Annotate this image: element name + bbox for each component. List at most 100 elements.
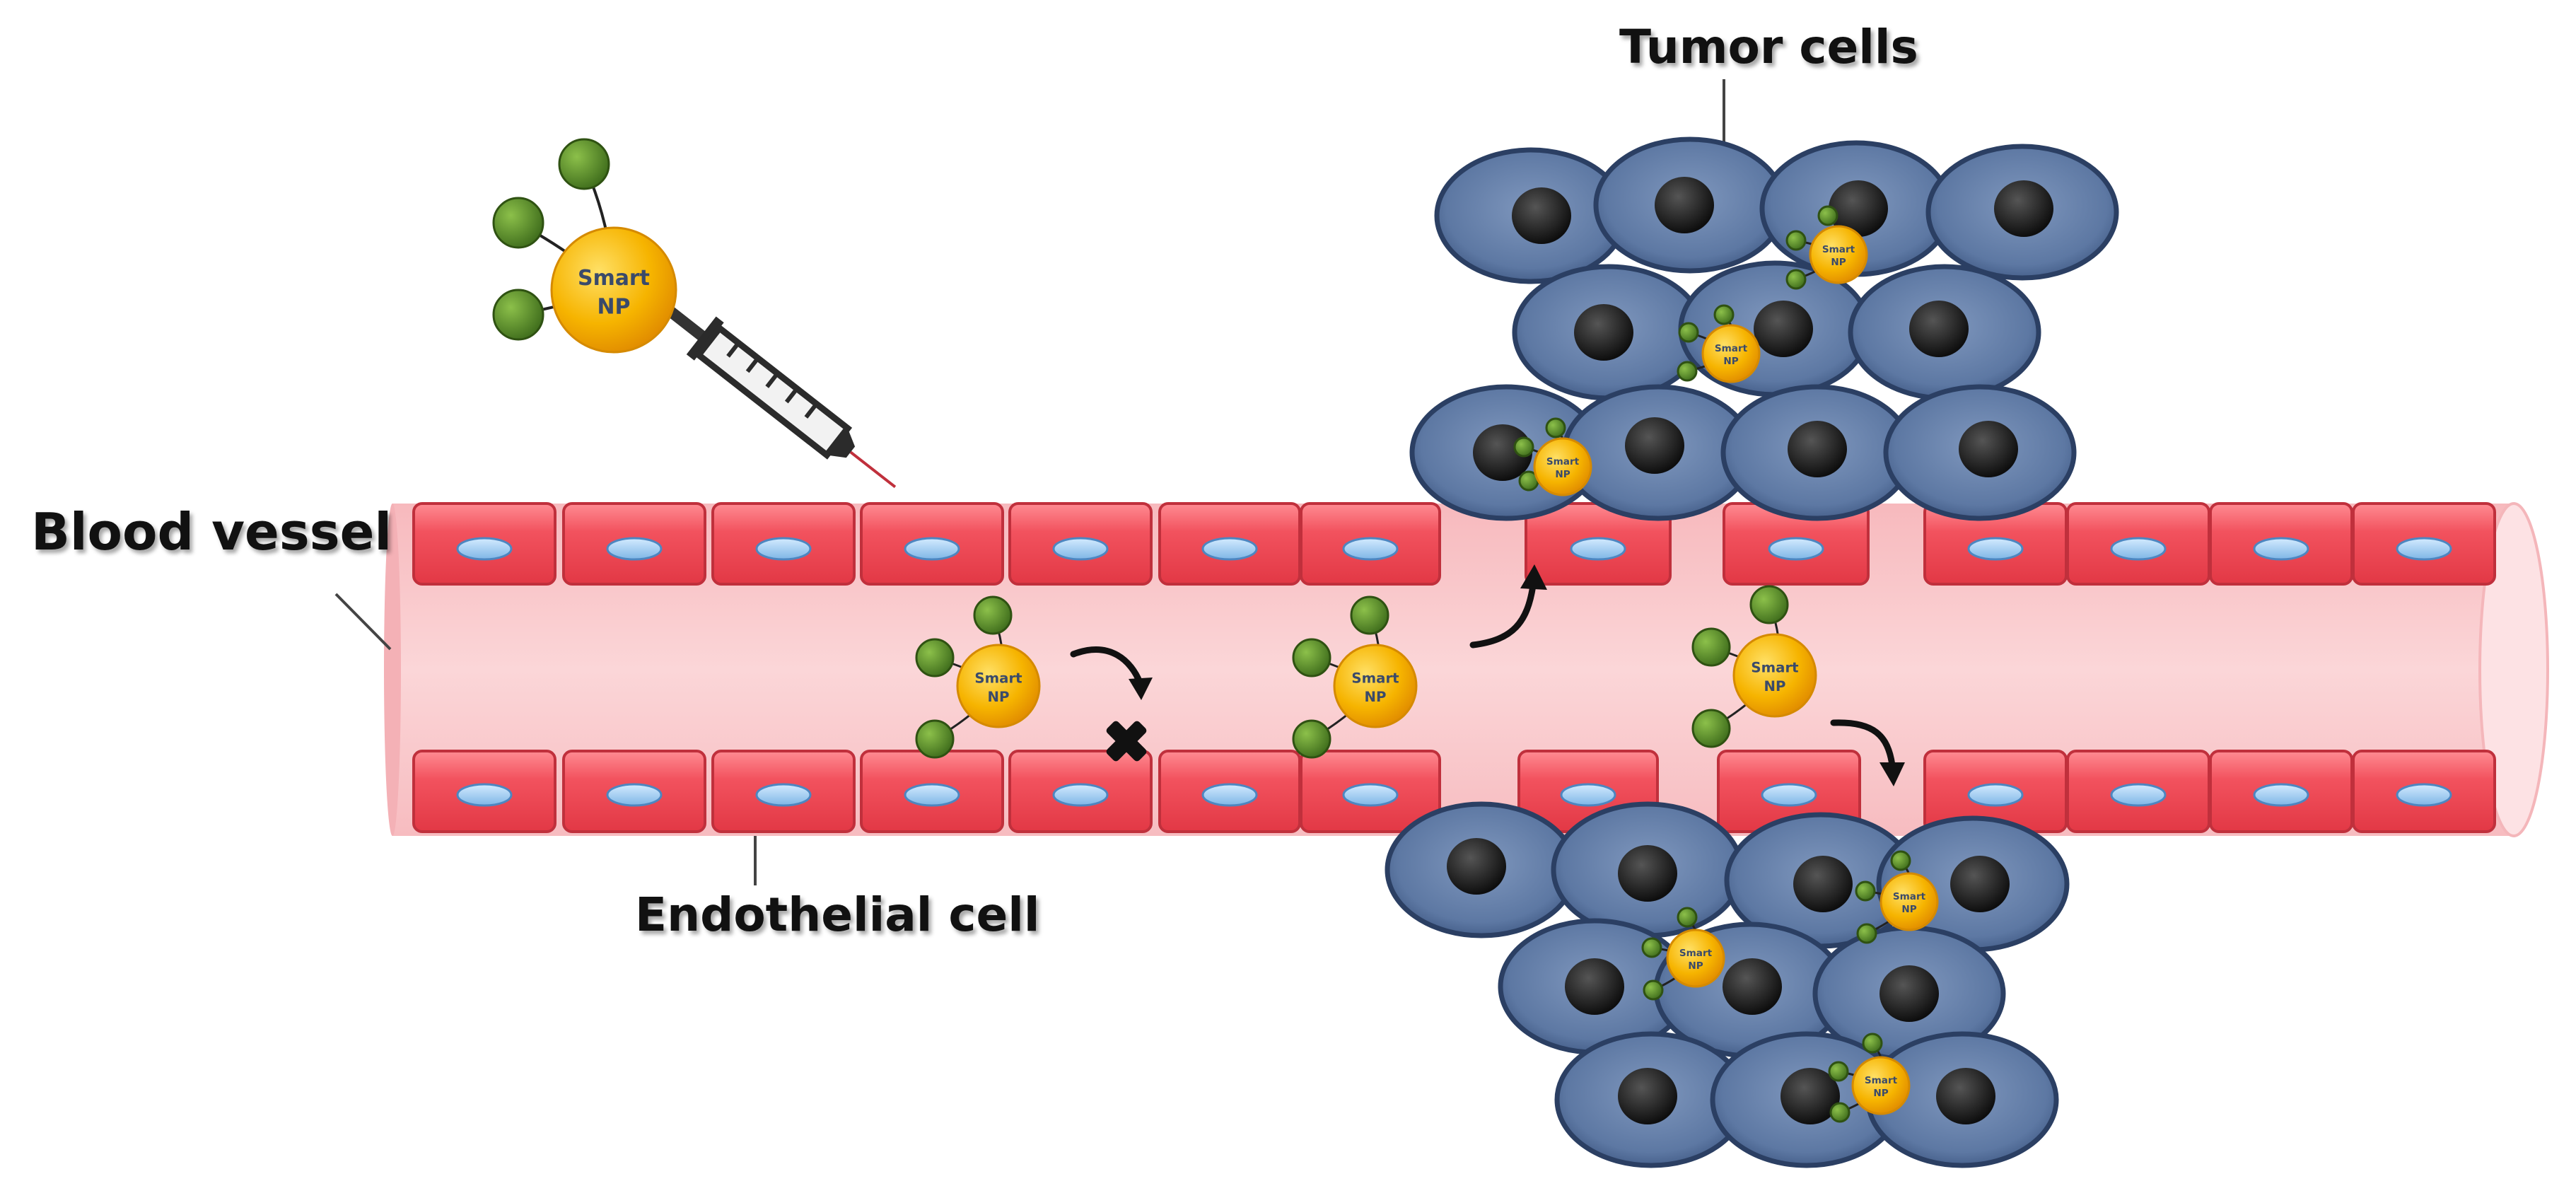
- nanoparticle-core: [550, 226, 677, 354]
- nanoparticle-label-line2: NP: [988, 689, 1010, 705]
- ligand: [1817, 205, 1838, 226]
- nanoparticle-core: [1732, 633, 1817, 718]
- nanoparticle-label-line2: NP: [1555, 469, 1570, 480]
- endothelial-cell: [1158, 502, 1301, 586]
- curved-arrow-icon: [1830, 719, 1905, 786]
- ligand: [1785, 269, 1807, 290]
- tumor-cell: [1512, 264, 1706, 401]
- endothelial-cell: [1008, 750, 1153, 833]
- nanoparticle-core: [1666, 929, 1725, 988]
- nanoparticle-label-line1: Smart: [1865, 1075, 1898, 1086]
- endothelial-wall-bottom: [412, 750, 2496, 833]
- endothelial-cell: [412, 502, 556, 586]
- tumor-cell: [1883, 384, 2077, 521]
- ligand: [1785, 230, 1807, 251]
- nanoparticle-label-line2: NP: [598, 294, 631, 319]
- endothelial-cell: [412, 750, 556, 833]
- nanoparticle-label-line2: NP: [1831, 257, 1846, 268]
- endothelial-cell: [860, 750, 1004, 833]
- ligand: [973, 595, 1013, 635]
- ligand: [915, 638, 955, 677]
- ligand: [1677, 361, 1698, 382]
- ligand: [1890, 850, 1911, 871]
- endothelial-cell: [711, 750, 856, 833]
- curved-arrow-icon: [1070, 646, 1153, 700]
- nanoparticle-label-line1: Smart: [578, 266, 650, 291]
- nanoparticle-label-line1: Smart: [1822, 244, 1855, 255]
- ligand: [1350, 595, 1389, 635]
- nanoparticle-layer: SmartNPSmartNPSmartNPSmartNPSmartNPSmart…: [492, 138, 1939, 1123]
- tumor-cell: [1434, 147, 1628, 284]
- ligand: [1545, 417, 1566, 438]
- nanoparticle-label-line2: NP: [1365, 689, 1387, 705]
- endothelial-cell: [2352, 750, 2496, 833]
- endothelial-cell: [2352, 502, 2496, 586]
- endothelial-cell: [2066, 750, 2210, 833]
- ligand: [1713, 304, 1735, 325]
- nanoparticle-label-line1: Smart: [1751, 659, 1798, 675]
- nanoparticle-core: [1333, 644, 1418, 728]
- nanoparticle-label-line2: NP: [1723, 356, 1738, 367]
- nanoparticle-core: [1533, 437, 1592, 496]
- tumor-cluster-top: [1409, 136, 2119, 521]
- nanoparticle-label-line1: Smart: [1715, 343, 1748, 354]
- endothelial-cell: [1300, 750, 1441, 833]
- endothelial-cell: [1525, 502, 1672, 586]
- blood-vessel-leader-line: [334, 593, 392, 651]
- tumor-cluster-bottom: [1385, 801, 2070, 1168]
- ligand: [1856, 923, 1877, 944]
- tumor-cell: [1551, 801, 1744, 938]
- ligand: [1292, 719, 1331, 759]
- nanoparticle-core: [1809, 225, 1868, 284]
- nanoparticle-label-line2: NP: [1764, 678, 1786, 694]
- nanoparticle-core: [956, 644, 1041, 728]
- nanoparticle-core: [1851, 1056, 1911, 1115]
- nanoparticle-core: [1701, 324, 1761, 383]
- ligand: [1643, 979, 1664, 1001]
- endothelial-cell: [562, 502, 706, 586]
- blood-vessel-label: Blood vessel: [31, 502, 392, 562]
- tumor-cell: [1593, 136, 1787, 274]
- nanoparticle-core: [1879, 872, 1939, 931]
- endothelial-cell: [2209, 750, 2353, 833]
- endothelial-wall-top: [412, 502, 2496, 586]
- nanoparticle-label-line1: Smart: [1546, 456, 1580, 467]
- curved-arrow-icon: [1469, 564, 1547, 649]
- ligand: [1292, 638, 1331, 677]
- nanoparticle-label-line1: Smart: [1351, 670, 1399, 686]
- ligand: [492, 289, 544, 341]
- ligand: [1691, 627, 1731, 667]
- endothelial-cell: [562, 750, 706, 833]
- ligand: [1513, 436, 1534, 458]
- ligand: [1855, 880, 1876, 902]
- nanoparticle-label-line1: Smart: [1679, 948, 1713, 959]
- endothelial-cell: [1923, 750, 2068, 833]
- tumor-cells-label: Tumor cells: [1619, 20, 1918, 74]
- ligand: [1678, 322, 1699, 343]
- ligand: [915, 719, 955, 759]
- endothelial-cell: [1008, 502, 1153, 586]
- ligand: [1862, 1033, 1883, 1054]
- ligand: [558, 138, 610, 190]
- nanoparticle-label-line2: NP: [1901, 904, 1916, 915]
- endothelial-cell: [860, 502, 1004, 586]
- ligand: [1828, 1061, 1849, 1082]
- tumor-cell: [1925, 144, 2119, 281]
- ligand: [1749, 585, 1789, 624]
- ligand: [1691, 709, 1731, 748]
- endothelial-cell: [1158, 750, 1301, 833]
- tumor-cell: [1720, 384, 1914, 521]
- tumor-cell: [1848, 264, 2041, 401]
- endothelial-cell: [2209, 502, 2353, 586]
